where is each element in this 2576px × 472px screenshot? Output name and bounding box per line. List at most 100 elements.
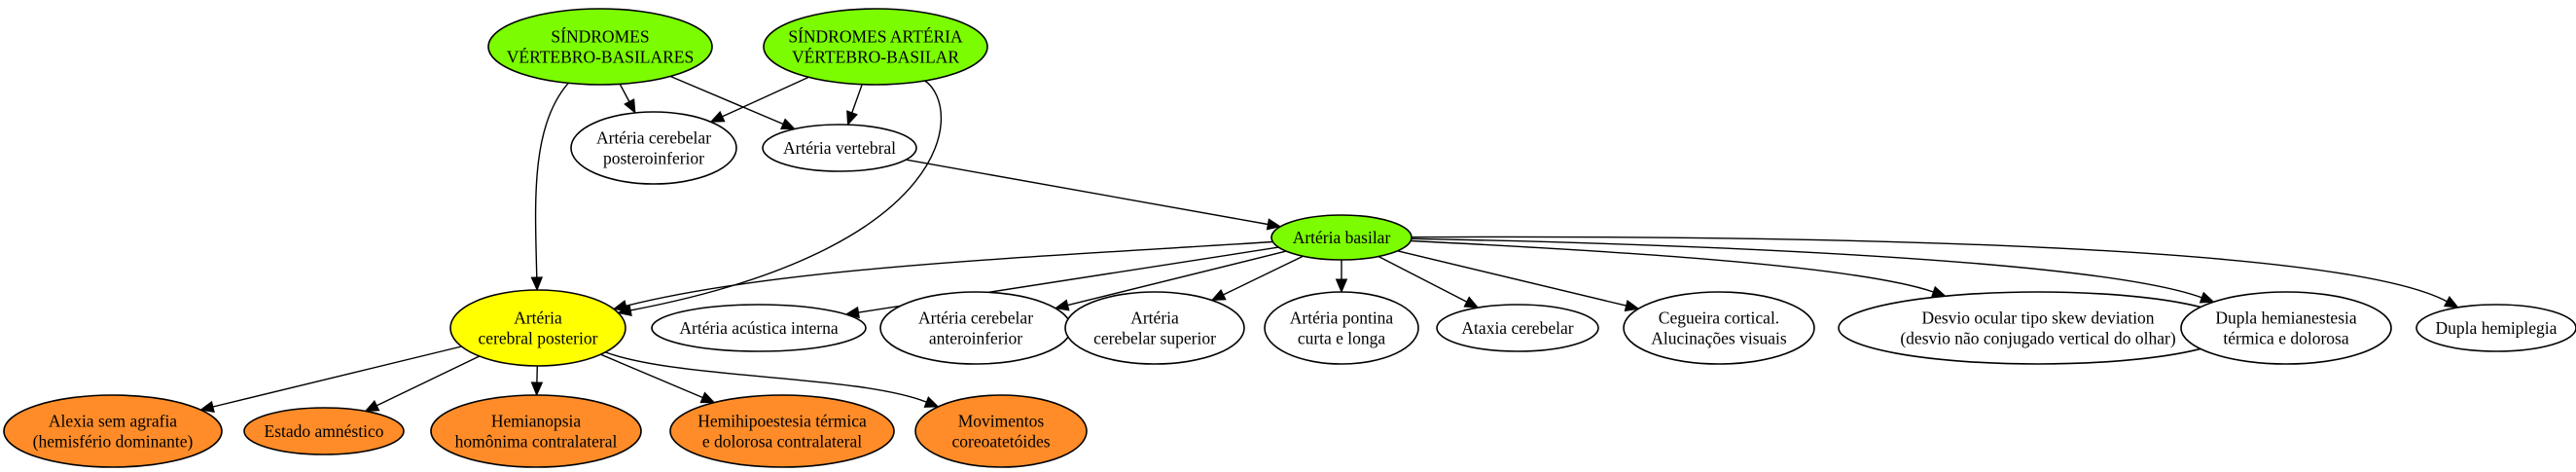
node-label-line: posteroinferior: [603, 149, 704, 168]
edge-cerebral-posterior-to-movimentos: [604, 351, 940, 408]
arrowhead: [780, 118, 797, 129]
node-label-line: Artéria cerebelar: [918, 309, 1033, 328]
arrowhead: [1335, 278, 1348, 294]
node-label-line: Artéria basilar: [1293, 228, 1391, 247]
node-label-line: Movimentos: [958, 412, 1045, 431]
arrowhead: [1624, 299, 1640, 312]
node-label-line: homônima contralateral: [455, 432, 618, 452]
arrowhead: [530, 276, 544, 292]
arrowhead: [709, 110, 726, 123]
edge-line: [669, 75, 784, 126]
node-label-line: cerebelar superior: [1093, 329, 1216, 348]
edge-line: [722, 76, 809, 118]
node-alexia: Alexia sem agrafia(hemisfério dominante): [3, 394, 223, 468]
edge-line: [600, 353, 703, 399]
node-label-line: Cegueira cortical.: [1659, 309, 1779, 328]
edge-line: [905, 159, 1269, 226]
node-label-line: SÍNDROMES: [551, 27, 649, 47]
node-amnestico: Estado amnéstico: [243, 407, 405, 455]
edge-line: [212, 345, 462, 408]
node-ellipse: [914, 394, 1088, 468]
node-label-line: Artéria vertebral: [783, 138, 896, 158]
node-label-line: curta e longa: [1298, 329, 1386, 348]
node-label-line: anteroinferior: [929, 329, 1022, 348]
edge-basilar-to-ataxia: [1377, 255, 1480, 309]
node-label-line: (hemisfério dominante): [33, 432, 194, 452]
node-label-line: Alexia sem agrafia: [49, 412, 177, 431]
node-ellipse: [1436, 304, 1599, 352]
node-label-line: SÍNDROMES ARTÉRIA: [788, 27, 963, 47]
node-label-line: Dupla hemiplegia: [2436, 318, 2558, 338]
edge-line: [1397, 250, 1627, 307]
node-label-line: (desvio não conjugado vertical do olhar): [1900, 329, 2175, 348]
node-skew: Desvio ocular tipo skew deviation(desvio…: [1838, 291, 2238, 365]
arrowhead: [530, 381, 544, 397]
edge-line: [376, 355, 481, 407]
edge-sindromes-art-to-vertebral: [846, 84, 863, 127]
node-ellipse: [1270, 214, 1413, 261]
node-ellipse: [1264, 291, 1419, 365]
edge-cerebral-posterior-to-alexia: [199, 345, 462, 414]
node-ellipse: [487, 8, 713, 86]
node-label-line: coreoatetóides: [951, 432, 1050, 452]
node-ellipse: [430, 394, 642, 468]
arrowhead: [364, 400, 380, 413]
arrowhead: [923, 396, 940, 408]
edge-basilar-to-cerebelar-superior: [1210, 255, 1304, 302]
node-label-line: Hemianopsia: [491, 412, 582, 431]
edge-line: [1067, 250, 1287, 307]
node-label-line: Artéria acústica interna: [679, 318, 838, 338]
edge-basilar-to-pontina: [1335, 260, 1348, 294]
node-hemiplegia: Dupla hemiplegia: [2415, 304, 2576, 352]
node-cegueira: Cegueira cortical.Alucinações visuais: [1623, 291, 1815, 365]
arrowhead: [1210, 289, 1227, 302]
edge-line: [1411, 236, 2448, 303]
node-ellipse: [449, 289, 626, 367]
node-ataxia: Ataxia cerebelar: [1436, 304, 1599, 352]
edge-line: [1411, 237, 2202, 299]
arrowhead: [1463, 296, 1480, 309]
node-ellipse: [2180, 291, 2392, 365]
node-label-line: VÉRTEBRO-BASILARES: [507, 48, 694, 67]
arrowhead: [624, 98, 636, 115]
node-ellipse: [651, 304, 867, 352]
edge-basilar-to-hemiplegia: [1411, 236, 2459, 309]
node-ellipse: [669, 394, 895, 468]
node-label-line: Alucinações visuais: [1651, 329, 1787, 348]
edge-sindromes-art-to-cerebelar-posteroinferior: [709, 76, 809, 123]
edge-basilar-to-hemianestesia: [1411, 237, 2215, 304]
node-ellipse: [762, 124, 917, 172]
edge-basilar-to-skew: [1411, 239, 1947, 298]
edge-cerebral-posterior-to-hemihipoestesia: [600, 353, 716, 404]
node-label-line: Hemihipoestesia térmica: [698, 412, 867, 431]
edge-cerebral-posterior-to-amnestico: [364, 355, 481, 413]
arrowhead: [1266, 218, 1282, 231]
node-ellipse: [570, 111, 737, 185]
node-label-line: VÉRTEBRO-BASILAR: [792, 48, 959, 67]
node-label-line: Desvio ocular tipo skew deviation: [1921, 309, 2154, 328]
edge-line: [1377, 255, 1468, 303]
node-ellipse: [243, 407, 405, 455]
edge-line: [851, 84, 863, 114]
node-ellipse: [1064, 291, 1245, 365]
arrowhead: [846, 110, 858, 127]
node-label-line: Estado amnéstico: [265, 421, 384, 441]
node-label-line: Dupla hemianestesia: [2215, 309, 2357, 328]
node-basilar: Artéria basilar: [1270, 214, 1413, 261]
arrowhead: [2443, 295, 2459, 309]
arrowhead: [199, 400, 215, 414]
edge-sindromes-vb-to-cerebral-posterior: [530, 82, 569, 292]
edge-line: [604, 351, 927, 403]
node-label-line: Artéria pontina: [1290, 309, 1394, 328]
edge-basilar-to-cerebelar-anteroinferior: [1054, 250, 1287, 311]
edge-sindromes-vb-to-cerebelar-posteroinferior: [619, 84, 636, 115]
edge-vertebral-to-basilar: [905, 159, 1282, 231]
